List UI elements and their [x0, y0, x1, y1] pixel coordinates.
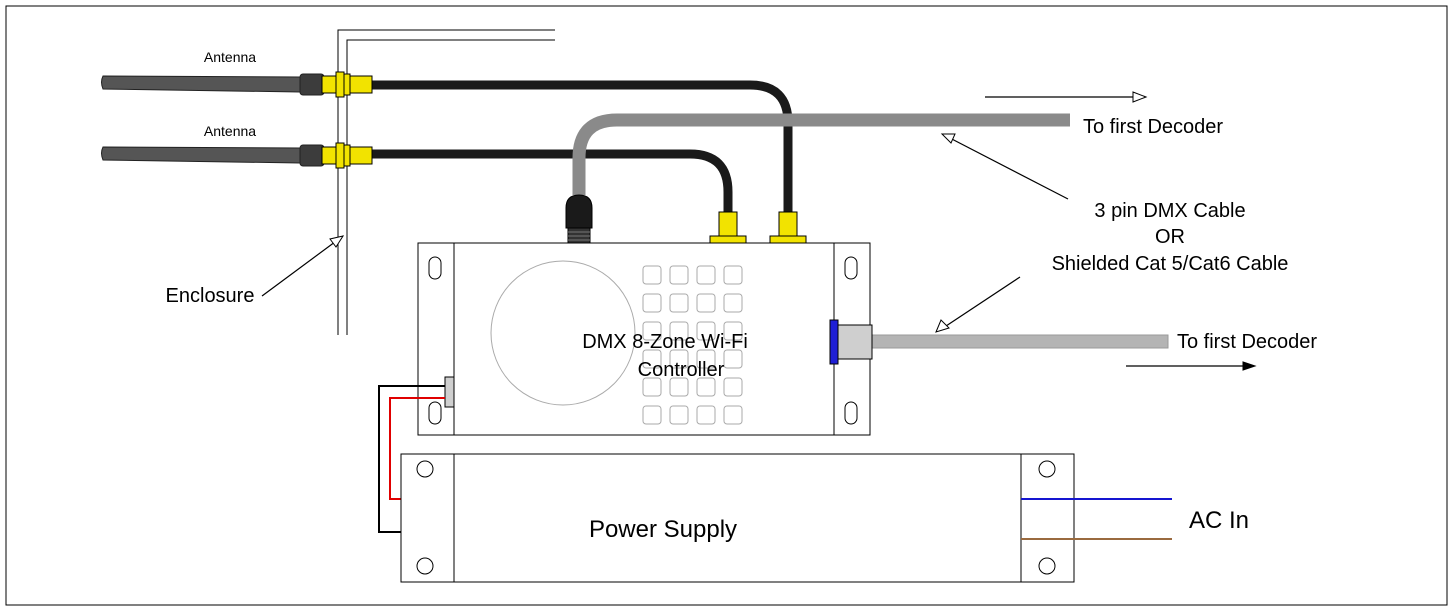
power-supply-flange-left: [400, 453, 455, 583]
cat-cable: [871, 334, 1169, 349]
ac-in-label: AC In: [1189, 507, 1249, 534]
cable-label-line2: OR: [1155, 226, 1185, 248]
dmx-connector: [565, 194, 593, 244]
power-supply-body: [453, 453, 1022, 583]
controller-label-line2: Controller: [638, 359, 725, 381]
coax-cable-bottom: [367, 149, 733, 217]
cat-cable-plug: [837, 324, 873, 360]
antenna-top: [101, 71, 373, 98]
enclosure-arrow: [261, 235, 345, 297]
decoder-arrow-bottom: [1126, 361, 1257, 371]
enclosure-label: Enclosure: [166, 285, 255, 307]
cable-arrow-upper: [940, 133, 1069, 200]
decoder-label-top: To first Decoder: [1083, 116, 1223, 138]
enclosure-wall: [337, 29, 555, 335]
controller-keypad: [642, 265, 743, 425]
antenna-bottom-label: Antenna: [204, 123, 256, 139]
cable-label-line1: 3 pin DMX Cable: [1094, 200, 1245, 222]
antenna-bottom: [101, 142, 373, 169]
wifi-connector-right: [769, 211, 807, 244]
antenna-top-label: Antenna: [204, 49, 256, 65]
rj45-port: [829, 319, 839, 365]
power-supply-label: Power Supply: [589, 516, 737, 543]
cable-arrow-lower: [935, 276, 1021, 333]
power-supply-unit: Power Supply: [400, 453, 1075, 583]
dmx-cable-top: [572, 113, 1070, 195]
wifi-connector-left: [709, 211, 747, 244]
power-wire-black: [378, 385, 445, 533]
decoder-label-bottom: To first Decoder: [1177, 331, 1317, 353]
controller-dial: [490, 260, 636, 406]
cable-label-line3: Shielded Cat 5/Cat6 Cable: [1052, 253, 1289, 275]
controller-label-line1: DMX 8-Zone Wi-Fi: [582, 331, 748, 353]
power-supply-flange-right: [1020, 453, 1075, 583]
controller-unit: DMX 8-Zone Wi-Fi Controller: [417, 194, 873, 436]
decoder-arrow-top: [985, 91, 1148, 103]
power-input-port: [444, 376, 455, 408]
